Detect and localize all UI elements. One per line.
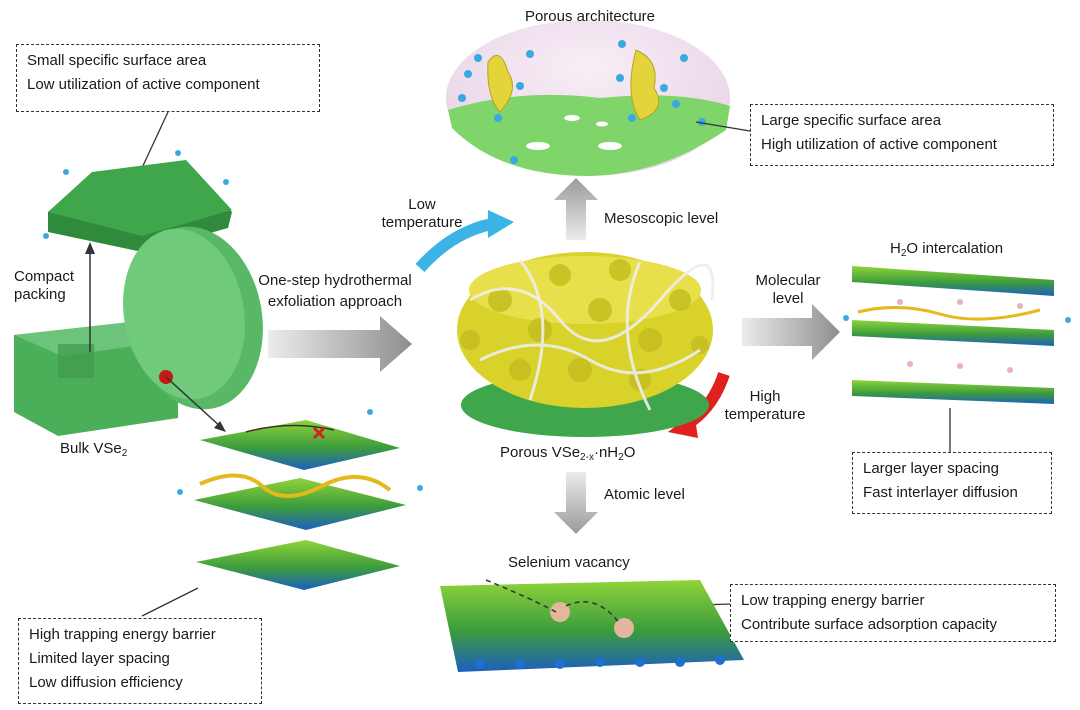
molecular-arrow [742, 304, 840, 360]
label-sub: 2 [900, 248, 907, 259]
label-line: temperature [381, 214, 463, 231]
label-line: packing [14, 286, 66, 303]
porous-architecture-illustration [446, 20, 730, 176]
bulk-vse2-block [14, 226, 263, 436]
label-part: Bulk VSe [60, 440, 122, 457]
label-part: ·nH [593, 444, 619, 461]
label-line: Low [408, 196, 436, 213]
mesoscopic-arrow [554, 178, 598, 240]
h2o-intercalated-layers [843, 266, 1071, 404]
callout-line: Limited layer spacing [29, 650, 170, 667]
hydrothermal-arrow [268, 316, 412, 372]
selenium-vacancy-lattice [440, 579, 744, 672]
porous-vse2-label: Porous VSe2-x·nH2O [500, 444, 636, 463]
porous-vse2-structure [457, 252, 715, 437]
label-line: High [749, 388, 781, 405]
callout-porous-properties: Large specific surface area High utiliza… [750, 104, 1054, 166]
callout-line: Low trapping energy barrier [741, 592, 925, 609]
label-part: O intercalation [906, 240, 1004, 257]
atomic-level-label: Atomic level [604, 486, 685, 503]
label-part: Porous VSe [500, 444, 581, 461]
label-sub: 2 [121, 448, 128, 459]
callout-line: Fast interlayer diffusion [863, 484, 1018, 501]
callout-vacancy-properties: Low trapping energy barrier Contribute s… [730, 584, 1056, 642]
label-part: H [890, 240, 901, 257]
label-part: O [623, 444, 636, 461]
callout-line: High trapping energy barrier [29, 626, 216, 643]
compact-packing-arrow [85, 242, 226, 432]
label-line: Molecular [755, 272, 821, 289]
callout-line: Contribute surface adsorption capacity [741, 616, 997, 633]
label-sub: 2 [618, 452, 624, 463]
one-step-label: One-step hydrothermal exfoliation approa… [236, 270, 434, 312]
compact-packing-label: Compact packing [14, 268, 74, 304]
molecular-level-label: Molecular level [746, 272, 830, 308]
bulk-vse2-label: Bulk VSe2 [60, 440, 128, 459]
h2o-intercalation-label: H2O intercalation [890, 240, 1004, 259]
atomic-arrow [554, 472, 598, 534]
low-temperature-label: Low temperature [372, 196, 472, 232]
label-line: temperature [724, 406, 806, 423]
label-line: level [772, 290, 804, 307]
high-temperature-label: High temperature [710, 388, 820, 424]
label-sub: 2-x [580, 452, 594, 463]
callout-line: Larger layer spacing [863, 460, 999, 477]
callout-line: Low diffusion efficiency [29, 674, 183, 691]
callout-line: Low utilization of active component [27, 76, 260, 93]
mesoscopic-level-label: Mesoscopic level [604, 210, 719, 227]
porous-architecture-title: Porous architecture [524, 8, 656, 25]
process-arrows [268, 178, 840, 534]
callout-bulk-diffusion: High trapping energy barrier Limited lay… [18, 618, 262, 704]
label-line: exfoliation approach [267, 293, 403, 310]
callout-bulk-properties: Small specific surface area Low utilizat… [16, 44, 320, 112]
low-temperature-arrow [415, 218, 494, 273]
label-line: One-step hydrothermal [258, 272, 412, 289]
bulk-layered-structure [177, 409, 423, 590]
callout-line: Large specific surface area [761, 112, 942, 129]
callout-line: High utilization of active component [761, 136, 997, 153]
callout-intercalation-properties: Larger layer spacing Fast interlayer dif… [852, 452, 1052, 514]
label-line: Compact [14, 268, 75, 285]
callout-line: Small specific surface area [27, 52, 207, 69]
selenium-vacancy-label: Selenium vacancy [508, 554, 630, 571]
